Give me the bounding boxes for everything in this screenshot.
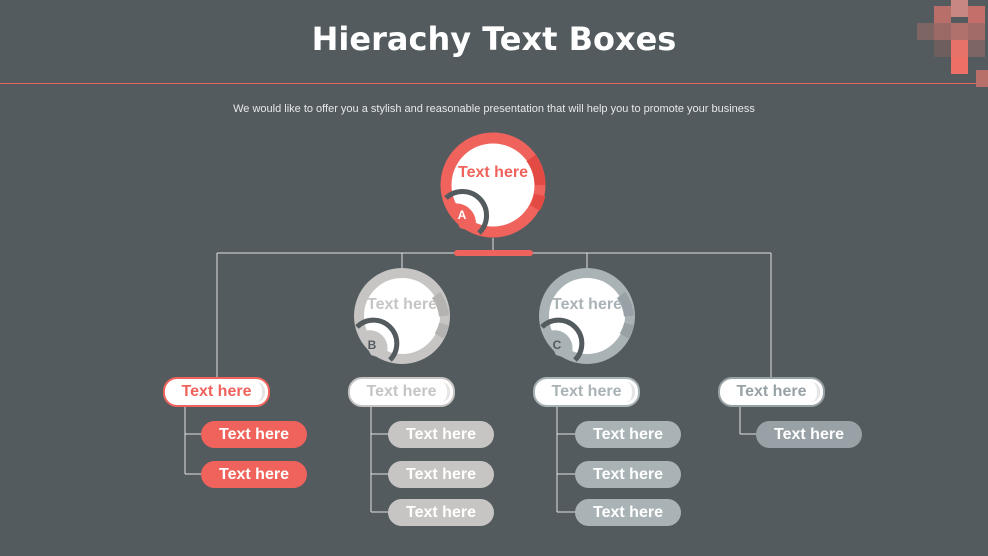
column-1-item: Text here <box>201 421 307 448</box>
column-3-item: Text here <box>575 461 681 488</box>
top-node-base-bar <box>454 250 533 256</box>
title-divider <box>0 83 988 84</box>
slide-title: Hierachy Text Boxes <box>311 20 677 58</box>
node-b-label: Text here <box>367 296 437 313</box>
node-c-label: Text here <box>552 296 622 313</box>
column-2-item: Text here <box>388 499 494 526</box>
column-2-item: Text here <box>388 421 494 448</box>
node-b-circle <box>354 268 450 364</box>
column-4-item: Text here <box>756 421 862 448</box>
slide-subtitle: We would like to offer you a stylish and… <box>233 103 755 115</box>
column-1-item: Text here <box>201 461 307 488</box>
node-c-letter: C <box>552 338 562 352</box>
column-1-header: Text here <box>163 377 270 407</box>
column-3-header: Text here <box>533 377 640 407</box>
node-b-letter: B <box>367 338 377 352</box>
column-2-header: Text here <box>348 377 455 407</box>
column-2-item: Text here <box>388 461 494 488</box>
node-c-circle <box>539 268 635 364</box>
column-3-item: Text here <box>575 499 681 526</box>
column-3-item: Text here <box>575 421 681 448</box>
top-node-circle <box>440 132 546 256</box>
column-4-header: Text here <box>718 377 825 407</box>
top-node-label: Text here <box>458 164 528 181</box>
top-node-letter: A <box>457 208 467 222</box>
